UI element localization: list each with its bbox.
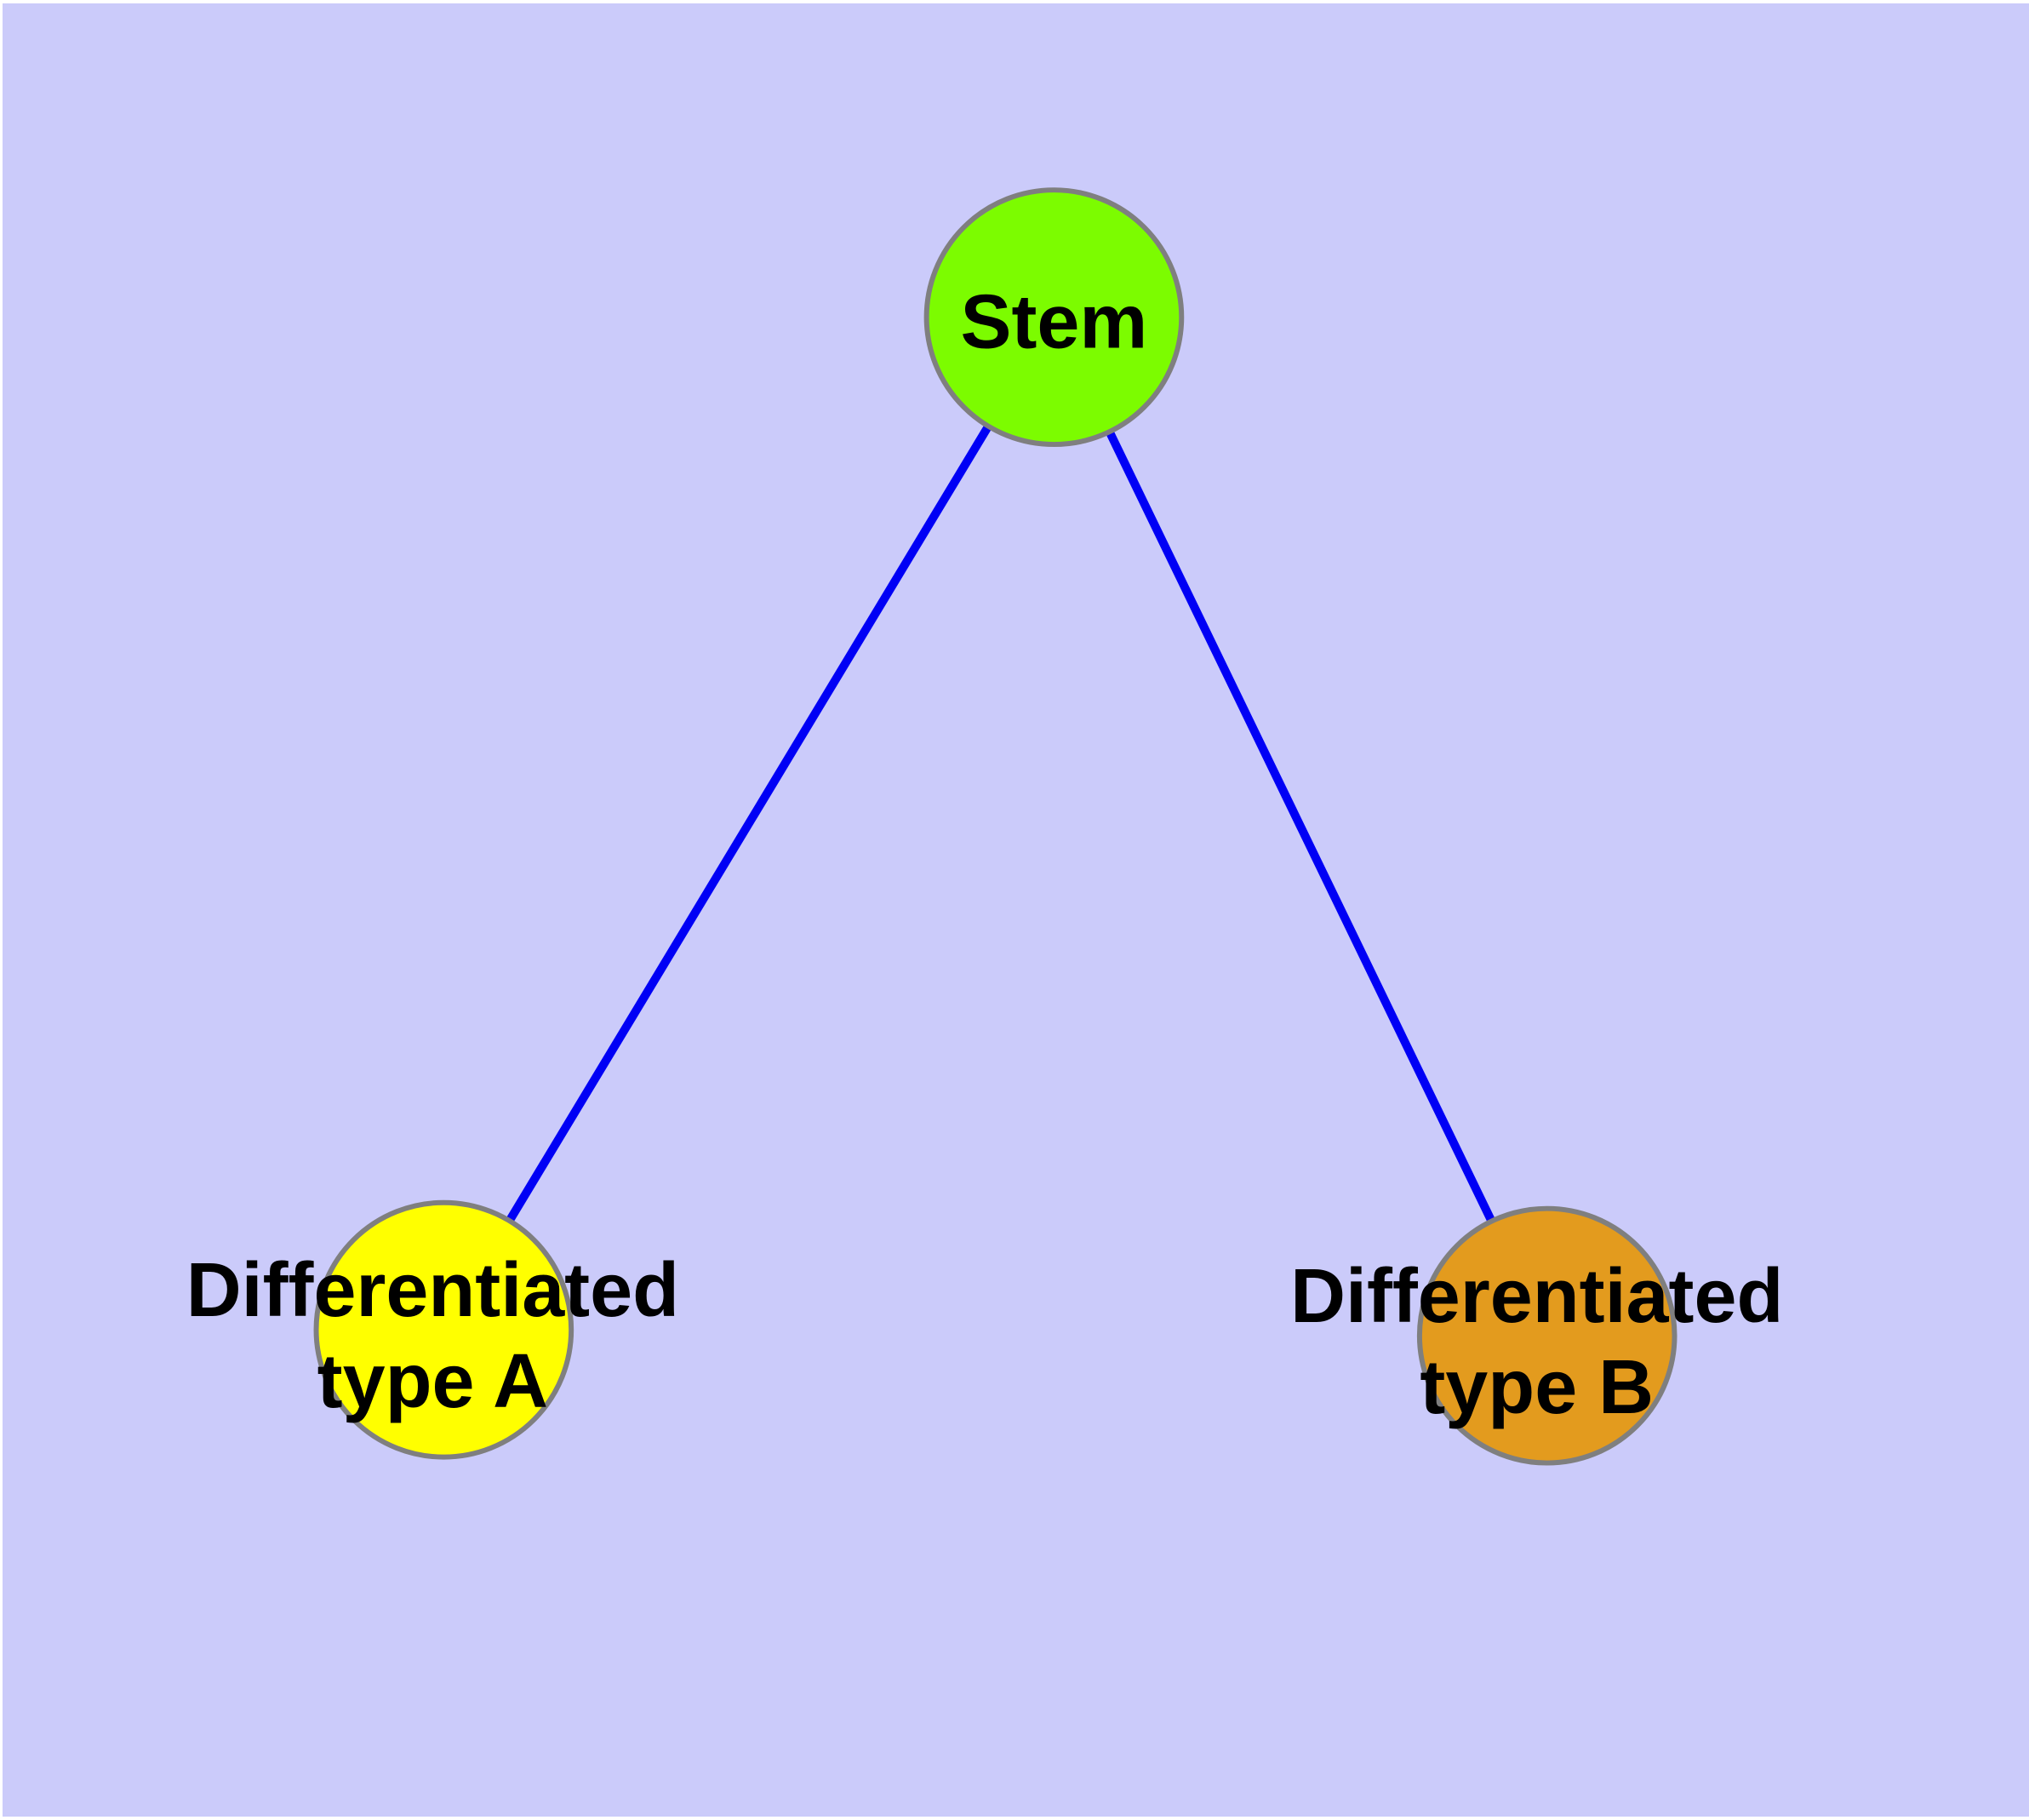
node-differentiated-type-b: Differentiated type B [1290,1205,1783,1466]
node-stem-label: Stem [961,280,1148,365]
edge-stem-type-a [440,315,1058,1332]
differentiation-graph: Stem Differentiated type A Differentiate… [186,187,1783,1466]
node-differentiated-type-a: Differentiated type A [186,1199,679,1460]
node-differentiated-type-b-label-line1: Differentiated [1290,1254,1783,1339]
node-stem: Stem [923,187,1185,448]
node-differentiated-type-a-circle [313,1199,574,1460]
node-differentiated-type-b-label-line2: type B [1420,1345,1654,1430]
node-differentiated-type-a-label-line2: type A [317,1339,548,1424]
node-differentiated-type-a-label-line1: Differentiated [186,1248,679,1333]
edge-stem-type-b [1049,315,1552,1338]
diagram-canvas: Stem Differentiated type A Differentiate… [3,3,2029,1817]
node-stem-circle [923,187,1185,448]
node-differentiated-type-b-circle [1416,1205,1677,1466]
